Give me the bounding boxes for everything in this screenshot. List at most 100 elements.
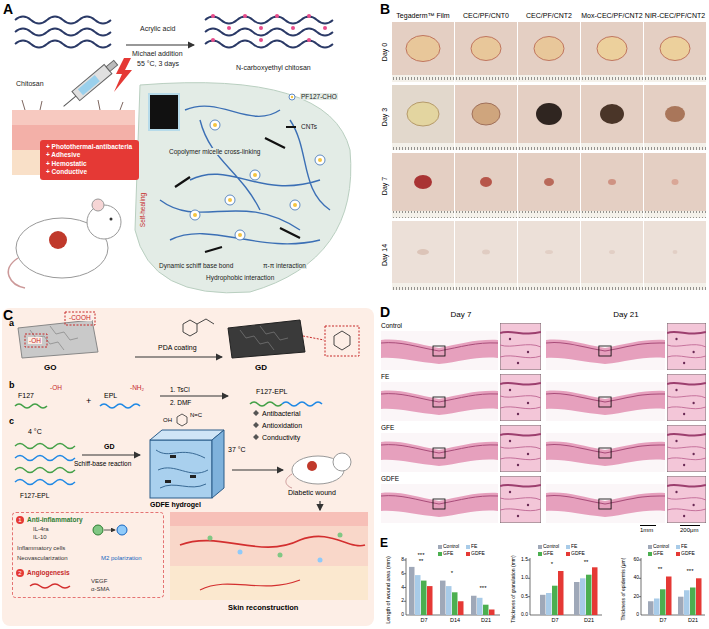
legend-text: Control — [543, 544, 559, 550]
label: N-carboxyethyl chitosan — [236, 64, 311, 72]
label: b — [9, 380, 15, 390]
panel-d-histology — [381, 323, 706, 526]
label: GDFE — [381, 475, 399, 482]
node-text: Neovascularization — [17, 555, 68, 561]
label: 4 — [401, 585, 404, 591]
label: Tegaderm™ Film — [396, 12, 449, 20]
legend-swatch — [566, 545, 570, 549]
node-text: Inflammatory cells — [17, 545, 65, 551]
node-text: Angiogenesis — [27, 569, 70, 576]
label: Day 14 — [381, 244, 389, 266]
label: *** — [417, 552, 424, 559]
panel-e-charts — [404, 558, 705, 615]
label: Michael addition — [132, 50, 183, 58]
node-text: VEGF — [91, 578, 107, 584]
legend-text: GDFE — [471, 551, 485, 557]
legend-swatch — [438, 545, 442, 549]
legend-text: GFE — [543, 551, 553, 557]
label: Conductivity — [262, 434, 300, 442]
legend-text: GDFE — [571, 551, 585, 557]
label: 20 — [633, 594, 639, 600]
label: GDFE hydrogel — [150, 501, 201, 509]
label: 40 — [633, 575, 639, 581]
legend-swatch — [648, 552, 652, 556]
legend-swatch — [466, 552, 470, 556]
legend-text: FE — [471, 544, 477, 550]
property-box: + Photothermal-antibacteria+ Adhesive+ H… — [40, 140, 139, 180]
node-text: M2 polarization — [101, 555, 142, 561]
label: D7 — [659, 617, 666, 623]
label: Day 7 — [381, 177, 389, 195]
label: Skin reconstruction — [228, 604, 298, 613]
node-text: Anti-inflammatory — [27, 516, 83, 523]
label: Length of wound area (mm) — [385, 556, 391, 624]
label: F127-EPL — [20, 492, 49, 499]
label: CEC/PF/CNT0 — [463, 12, 509, 20]
panel-a-art — [8, 14, 350, 293]
node-text: 2 — [16, 569, 24, 577]
label: F127-EPL — [256, 388, 288, 396]
label: Self-healing — [139, 192, 146, 228]
legend-text: FE — [571, 544, 577, 550]
label: 37 °C — [228, 446, 246, 454]
node-text: IL-4ra — [33, 526, 49, 532]
label: Hydrophobic interaction — [205, 274, 275, 281]
legend-text: GFE — [443, 551, 453, 557]
legend-text: GDFE — [681, 551, 695, 557]
legend-text: Control — [653, 544, 669, 550]
label: *** — [479, 585, 486, 592]
panel-c-art — [2, 308, 374, 626]
label: *** — [686, 568, 693, 575]
label: Antioxidation — [262, 422, 302, 430]
label: NIR-CEC/PF/CNT2 — [645, 12, 705, 20]
label: 4 °C — [28, 428, 42, 436]
label: * — [451, 570, 453, 577]
label: Thickness of epidermis (μm) — [621, 558, 627, 621]
node-text: + Hemostatic — [46, 160, 133, 168]
legend-swatch — [566, 552, 570, 556]
legend-text: FE — [681, 544, 687, 550]
label: 60 — [633, 557, 639, 563]
node-text: + Conductive — [46, 168, 133, 176]
label: 6 — [401, 571, 404, 577]
node-text: 1 — [16, 516, 24, 524]
label: 55 °C, 3 days — [137, 60, 179, 68]
label: a — [9, 318, 14, 328]
label: D7 — [420, 617, 427, 623]
label: c — [9, 416, 14, 426]
label: 0 — [401, 612, 404, 618]
label: ** — [658, 566, 663, 573]
label: Day 3 — [381, 108, 389, 126]
label: -COOH — [68, 314, 92, 321]
panel-b-photos — [392, 22, 706, 290]
label: Mox-CEC/PF/CNT2 — [581, 12, 642, 20]
legend-swatch — [438, 552, 442, 556]
label: 200μm — [680, 527, 698, 534]
legend-swatch — [538, 545, 542, 549]
label: D21 — [584, 617, 594, 623]
label: 1.5 — [521, 557, 528, 563]
legend-text: Control — [443, 544, 459, 550]
label: π-π interaction — [262, 262, 307, 269]
label: PF127-CHO — [300, 93, 338, 100]
node-text: + Photothermal-antibacteria — [46, 143, 133, 151]
node-text: + Adhesive — [46, 151, 133, 159]
label: D21 — [688, 617, 698, 623]
legend-swatch — [538, 552, 542, 556]
label: Day 0 — [381, 43, 389, 61]
label: Thickness of granulation (mm) — [511, 555, 517, 622]
node-text: α-SMA — [91, 586, 109, 592]
label: D7 — [551, 617, 558, 623]
label: CNTs — [300, 123, 318, 130]
label: E — [380, 537, 388, 551]
label: Diabetic wound — [288, 489, 336, 497]
label: GO — [44, 363, 56, 372]
label: D21 — [481, 617, 491, 623]
label: N=C — [190, 412, 202, 419]
label: 2. DMF — [170, 399, 191, 406]
label: D14 — [450, 617, 460, 623]
label: B — [380, 1, 390, 17]
label: -OH — [28, 337, 42, 344]
label: F127 — [18, 392, 34, 400]
